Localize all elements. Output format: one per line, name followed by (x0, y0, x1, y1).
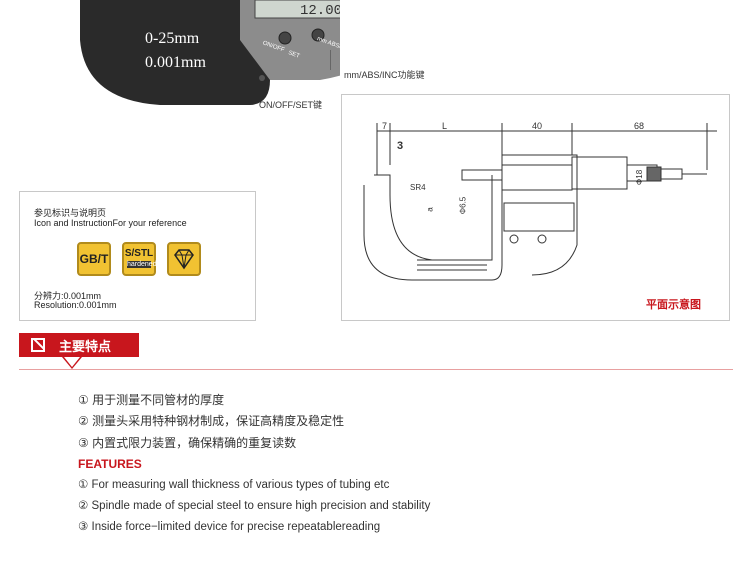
feature-cn-1: ① 用于测量不同管材的厚度 (78, 393, 225, 407)
dim-68: 68 (634, 121, 645, 131)
stainless-steel-badge: S/STL hardened (122, 242, 157, 276)
callout-line (330, 50, 331, 70)
hardened-label: hardened (127, 261, 157, 268)
technical-drawing-box: 7 L 40 68 3 SR4 Φ6.5 a Φ18 平面示意图 (341, 94, 730, 321)
info-subtitle: Icon and InstructionFor your reference (34, 218, 187, 228)
micrometer-photo: 12.000 (80, 0, 340, 105)
section-title: 主要特点 (59, 338, 112, 354)
mode-key-callout: mm/ABS/INC功能键 (344, 70, 425, 80)
dim-a: a (425, 207, 435, 212)
plan-view-label: 平面示意图 (646, 299, 701, 311)
feature-cn-2: ② 测量头采用特种钢材制成，保证高精度及稳定性 (78, 414, 345, 428)
dim-7: 7 (382, 121, 388, 131)
diamond-icon (167, 242, 201, 276)
stainless-steel-label: S/STL (124, 248, 154, 259)
dim-L: L (442, 121, 448, 131)
section-pointer-inner (64, 357, 80, 367)
dim-40: 40 (532, 121, 543, 131)
features-heading: FEATURES (78, 457, 142, 471)
section-divider (19, 369, 733, 370)
feature-cn-3: ③ 内置式限力装置，确保精确的重复读数 (78, 436, 297, 450)
info-box: 参见标识与说明页 Icon and InstructionFor your re… (19, 191, 256, 321)
dim-3: 3 (397, 140, 404, 152)
dim-d65: Φ6.5 (458, 196, 468, 215)
resolution-en: Resolution:0.001mm (34, 300, 117, 310)
range-label: 0-25mm (145, 30, 200, 47)
section-header: 主要特点 (19, 333, 139, 357)
gbt-badge-label: GB/T (79, 252, 109, 266)
gbt-badge: GB/T (77, 242, 111, 276)
feature-en-1: ① For measuring wall thickness of variou… (78, 479, 390, 491)
svg-text:12.000: 12.000 (300, 3, 340, 19)
resolution-label: 0.001mm (145, 54, 206, 71)
resolution-cn: 分辨力:0.001mm (34, 291, 102, 301)
dim-d18: Φ18 (635, 169, 645, 186)
feature-en-2: ② Spindle made of special steel to ensur… (78, 500, 431, 512)
technical-drawing (363, 123, 717, 281)
dim-sr4: SR4 (410, 183, 426, 192)
info-title: 参见标识与说明页 (34, 208, 107, 218)
feature-en-3: ③ Inside force−limited device for precis… (78, 521, 381, 533)
onoff-key-callout: ON/OFF/SET键 (259, 100, 323, 110)
section-icon (31, 338, 45, 352)
